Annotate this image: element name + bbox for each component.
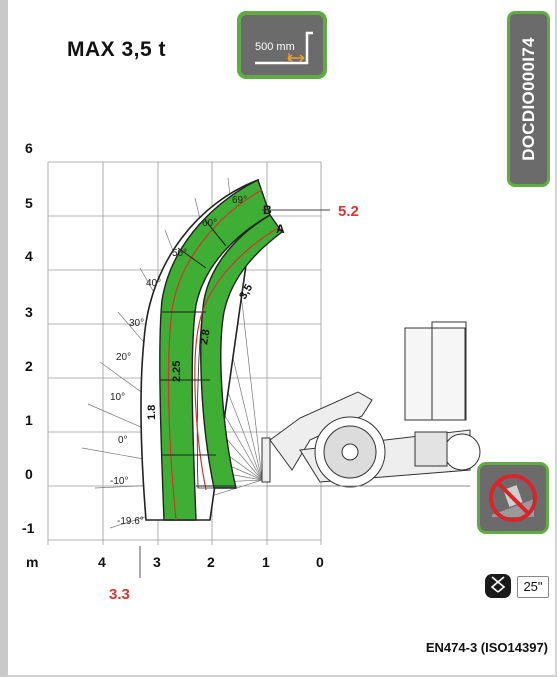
- y-tick: 6: [25, 140, 33, 156]
- angle-label: 40°: [146, 278, 161, 289]
- x-axis-unit: m: [26, 554, 38, 570]
- no-tilt-badge: [477, 462, 549, 534]
- y-tick-labels: 6 5 4 3 2 1 0 -1: [22, 140, 35, 536]
- y-tick: 1: [25, 412, 33, 428]
- x-tick: 2: [207, 554, 215, 570]
- no-tilt-slope-icon: [489, 474, 537, 522]
- load-center-label: 500 mm: [255, 41, 295, 53]
- y-tick: 3: [25, 304, 33, 320]
- y-tick: 5: [25, 195, 33, 211]
- capacity-label: 2.25: [171, 361, 183, 382]
- x-tick: 4: [98, 554, 106, 570]
- y-tick: 2: [25, 358, 33, 374]
- x-tick-labels: m 4 3 2 1 0: [26, 554, 324, 570]
- angle-label: 10°: [110, 392, 125, 403]
- x-tick: 1: [262, 554, 270, 570]
- tyre-icon: [485, 574, 511, 598]
- tyre-size: 25": [517, 576, 549, 598]
- max-capacity-title: MAX 3,5 t: [67, 38, 167, 61]
- boom-angle-labels: 69° 60° 50° 40° 30° 20° 10° 0° -10° -19.…: [110, 195, 247, 527]
- standard-reference: EN474-3 (ISO14397): [425, 640, 548, 655]
- y-tick: 0: [25, 466, 33, 482]
- fork-icon: [255, 31, 313, 65]
- curve-a-label: A: [276, 222, 285, 236]
- x-tick: 3: [153, 554, 161, 570]
- max-reach-value: 3.3: [109, 586, 130, 603]
- zone-dividers: [160, 219, 236, 487]
- capacity-label: 2.8: [198, 328, 212, 345]
- x-tick: 0: [316, 554, 324, 570]
- angle-label: -19.6°: [117, 516, 144, 527]
- angle-label: 50°: [172, 248, 187, 259]
- angle-label: 0°: [118, 435, 128, 446]
- load-center-badge: 500 mm: [237, 11, 327, 79]
- angle-label: 20°: [116, 352, 131, 363]
- y-tick: 4: [25, 248, 33, 264]
- limit-line-a: [194, 227, 279, 491]
- angle-label: -10°: [110, 476, 128, 487]
- capacity-label: 1.8: [146, 405, 158, 420]
- limit-line-b: [167, 189, 263, 521]
- y-tick: -1: [22, 520, 35, 536]
- telehandler-illustration: [261, 321, 481, 488]
- document-code-badge: DOCDIO000I74: [507, 11, 550, 187]
- angle-label: 60°: [202, 218, 217, 229]
- max-height-value: 5.2: [338, 203, 359, 220]
- angle-label: 30°: [129, 318, 144, 329]
- angle-label: 69°: [232, 195, 247, 206]
